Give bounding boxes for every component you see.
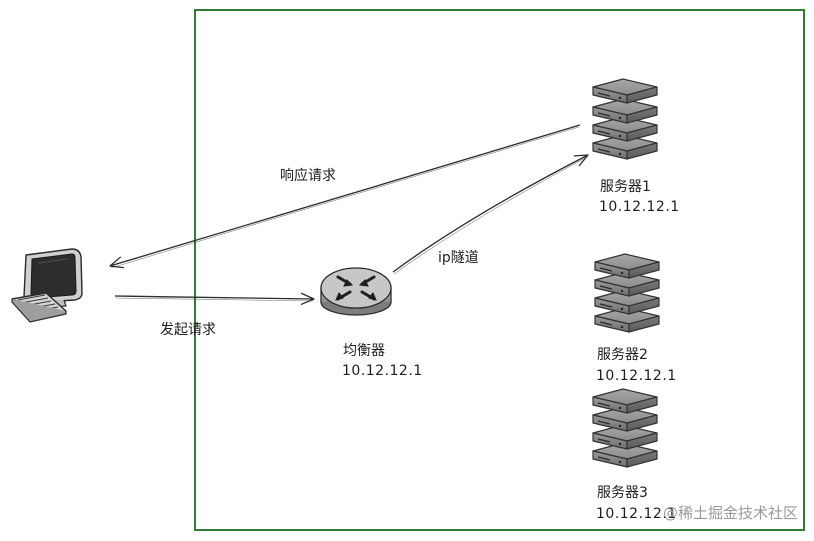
server-2-name: 服务器2 — [597, 347, 648, 363]
balancer-name: 均衡器 — [343, 343, 385, 359]
balancer-ip: 10.12.12.1 — [342, 363, 423, 379]
request-arrow — [114, 292, 315, 305]
server-2-ip: 10.12.12.1 — [596, 368, 677, 384]
server-1-ip: 10.12.12.1 — [599, 199, 680, 215]
server-1-name: 服务器1 — [600, 179, 651, 195]
server-2-icon — [594, 253, 660, 333]
tunnel-label: ip隧道 — [438, 250, 479, 266]
server-1-icon — [592, 78, 658, 160]
desktop-computer-icon — [11, 248, 83, 323]
server-3-icon — [592, 388, 658, 468]
router-icon — [320, 267, 392, 316]
server-3-name: 服务器3 — [597, 485, 648, 501]
response-arrow — [109, 124, 581, 269]
server-3-ip: 10.12.12.1 — [596, 506, 677, 522]
request-label: 发起请求 — [160, 322, 216, 338]
watermark: @稀土掘金技术社区 — [662, 504, 798, 522]
tunnel-arrow — [392, 154, 589, 275]
system-boundary — [194, 9, 805, 531]
response-label: 响应请求 — [280, 168, 336, 184]
